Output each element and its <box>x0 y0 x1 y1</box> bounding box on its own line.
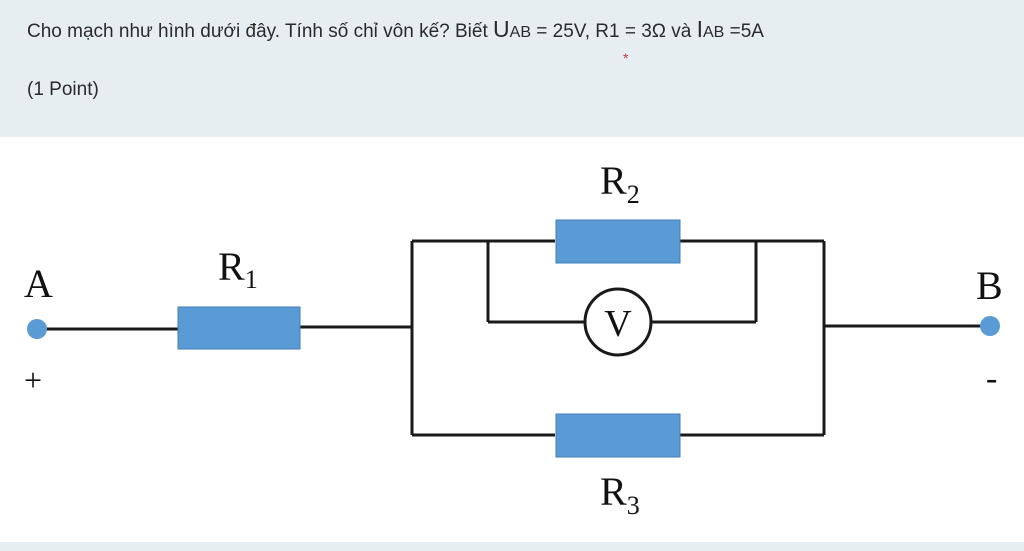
r2-label: R2 <box>600 158 640 209</box>
circuit-figure: V A B + - R1 R2 R3 <box>0 137 1024 542</box>
voltmeter-icon <box>583 287 653 357</box>
r1-label: R1 <box>218 244 258 294</box>
u-subscript: AB <box>509 24 531 41</box>
resistor-r3 <box>555 413 681 458</box>
r2-subscript: 2 <box>627 180 640 209</box>
r2-letter: R <box>600 158 627 203</box>
question-text-mid: = 25V, R1 = 3Ω và <box>530 21 697 42</box>
terminal-b <box>980 316 1000 336</box>
circuit-diagram: V A B + - R1 R2 R3 <box>24 158 1003 520</box>
terminal-a <box>27 319 47 339</box>
minus-sign: - <box>986 360 997 397</box>
bottom-strip <box>0 542 1024 551</box>
node-a-label: A <box>24 261 53 306</box>
node-b-label: B <box>976 263 1003 308</box>
r3-label: R3 <box>600 469 640 520</box>
voltmeter-label: V <box>604 303 632 345</box>
u-symbol: U <box>493 16 510 42</box>
r3-subscript: 3 <box>627 491 640 520</box>
resistor-r1 <box>177 306 301 350</box>
resistor-r2 <box>555 219 681 264</box>
i-symbol: I <box>696 16 703 42</box>
i-subscript: AB <box>703 24 725 41</box>
circuit-wires <box>37 239 990 437</box>
r1-subscript: 1 <box>245 265 258 294</box>
question-points: (1 Point) <box>27 79 99 100</box>
r1-letter: R <box>218 244 245 289</box>
required-asterisk: * <box>623 50 629 66</box>
question-text: Cho mạch như hình dưới đây. Tính số chỉ … <box>27 16 764 43</box>
question-text-start: Cho mạch như hình dưới đây. Tính số chỉ … <box>27 21 494 42</box>
r3-letter: R <box>600 469 627 514</box>
question-header: Cho mạch như hình dưới đây. Tính số chỉ … <box>0 0 1024 137</box>
question-text-end: =5A <box>724 21 764 42</box>
plus-sign: + <box>24 362 42 398</box>
